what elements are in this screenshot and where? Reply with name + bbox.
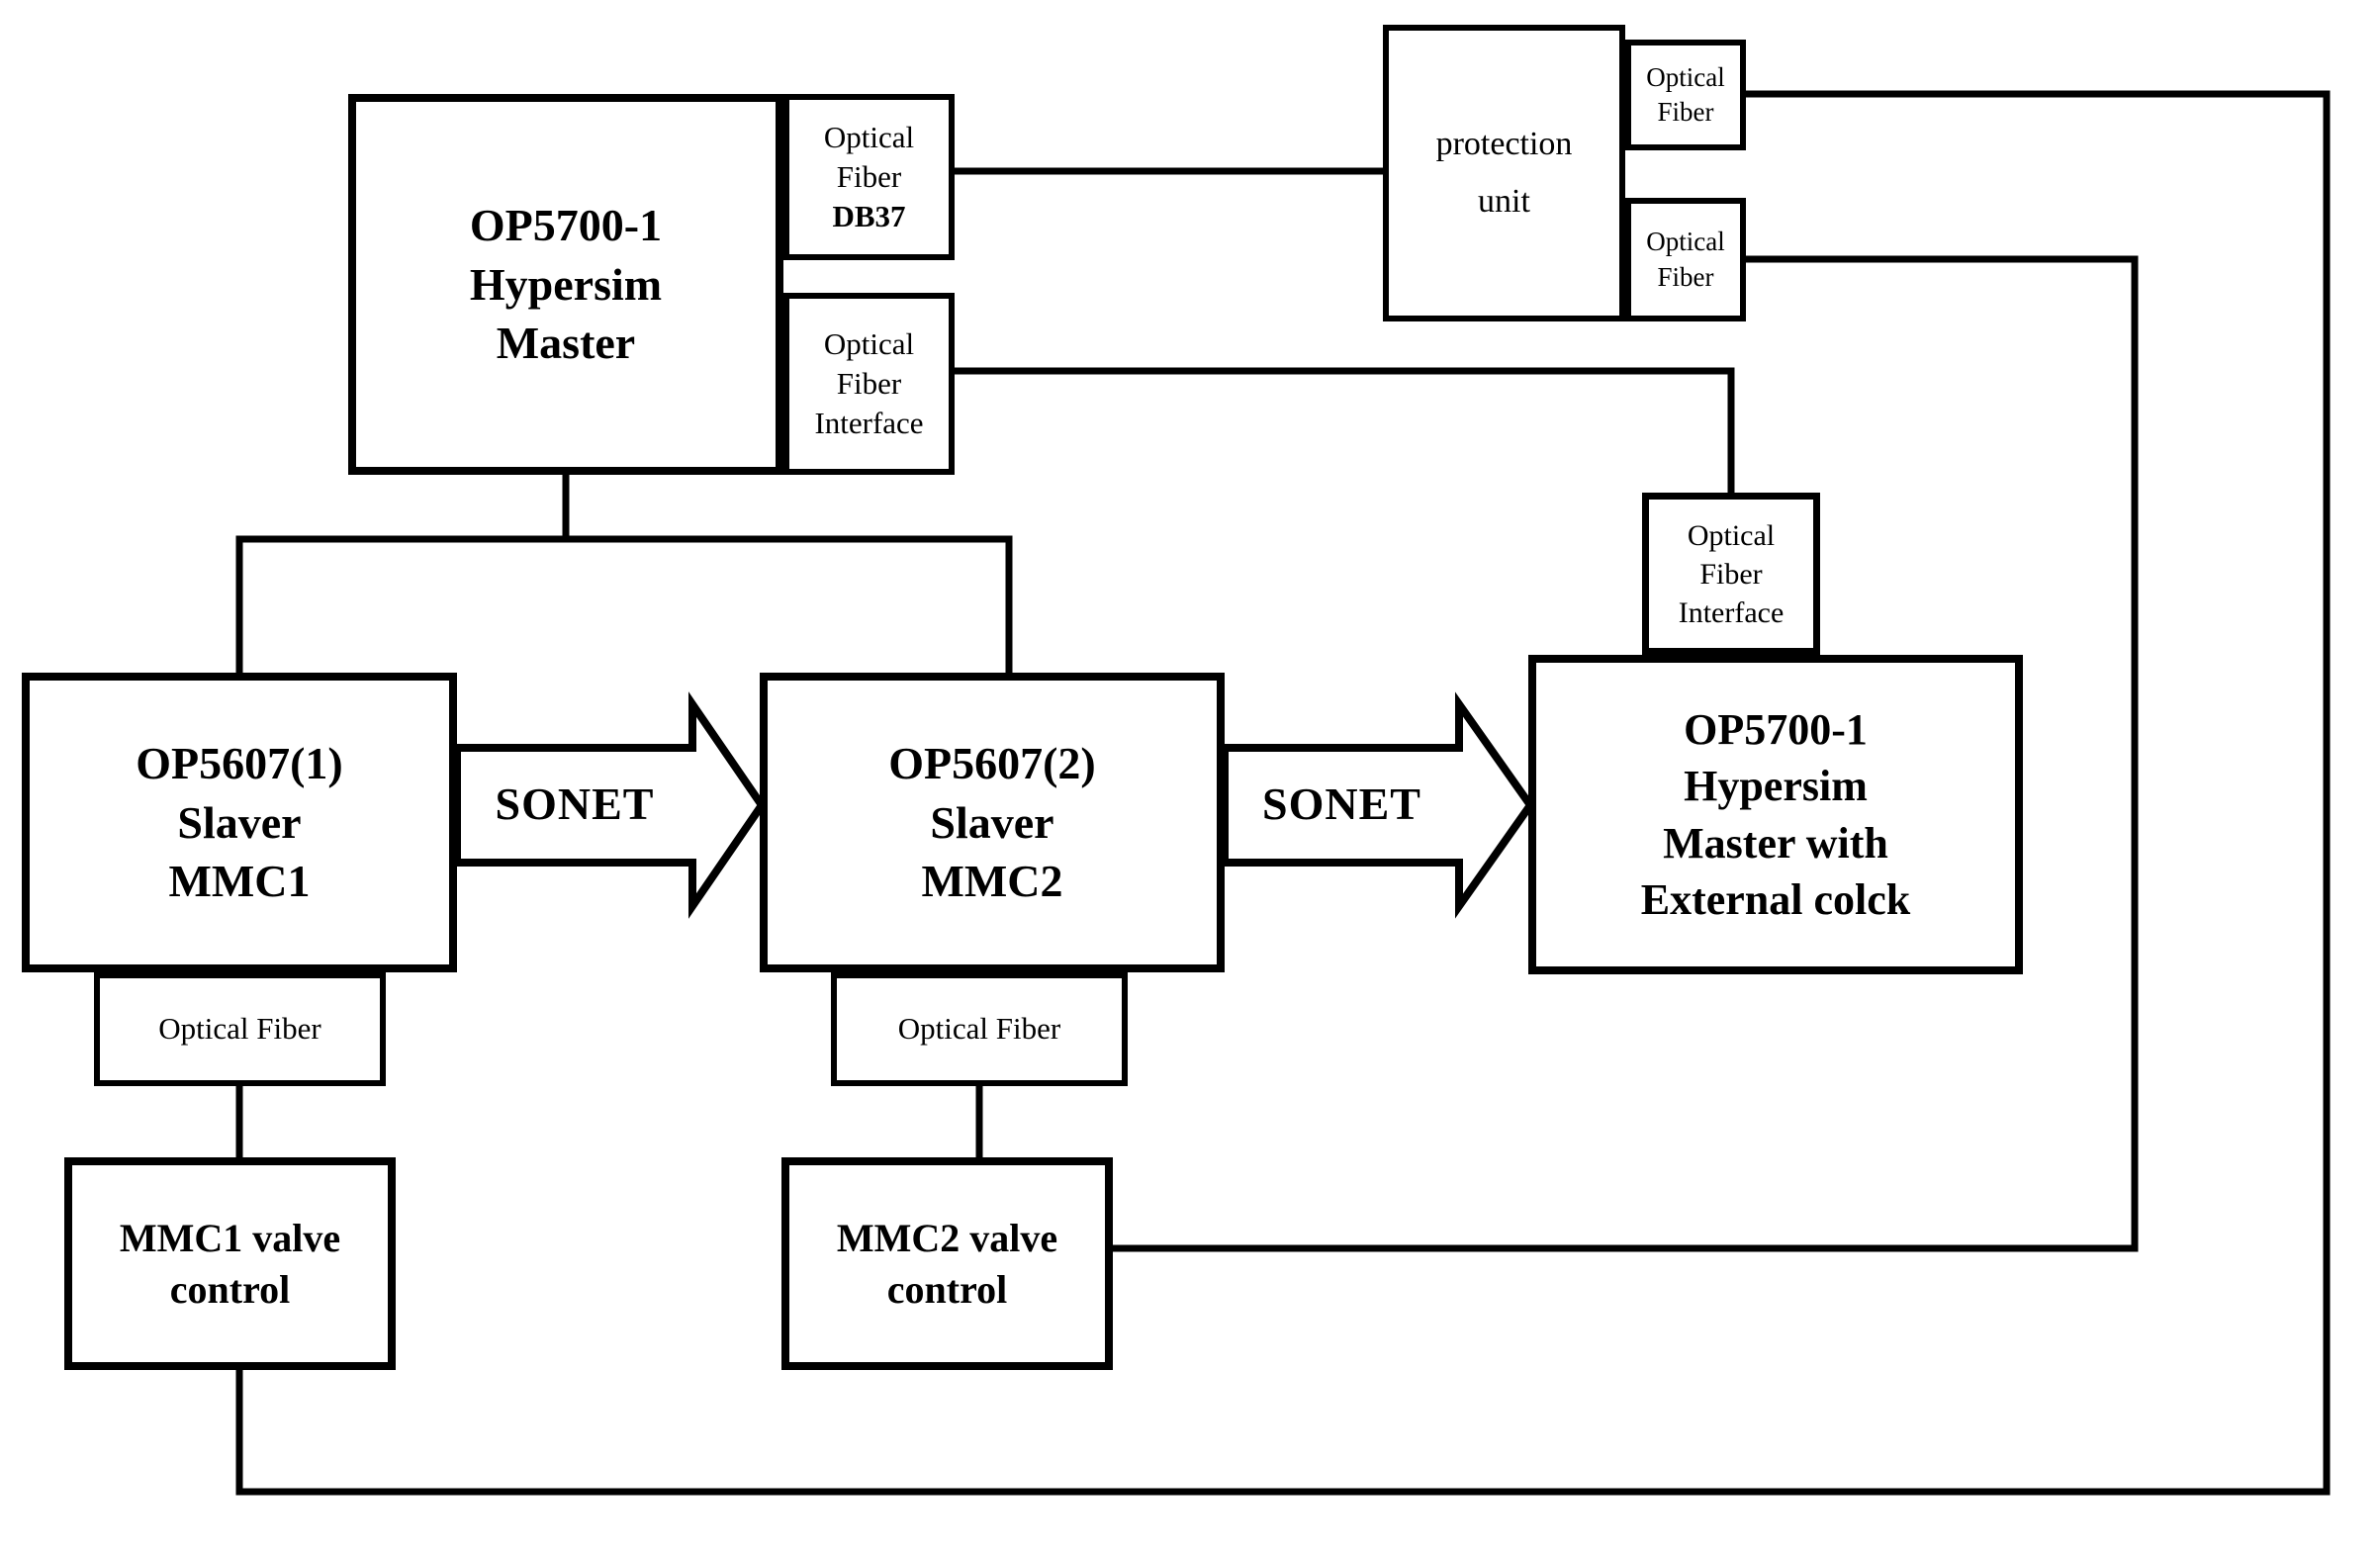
node-label-line: Optical Fiber — [158, 1011, 321, 1047]
sonet-label-1: SONET — [495, 778, 655, 829]
node-optical-fiber-bottom: Optical Fiber — [1625, 198, 1746, 321]
connector-ofi-left-right — [951, 367, 1735, 497]
node-label-line: Slaver — [177, 796, 302, 848]
node-label-line: Interface — [814, 406, 924, 441]
node-optical-fiber-top: Optical Fiber — [1625, 40, 1746, 150]
node-label-line: Master — [496, 318, 636, 369]
node-label-line: OP5700-1 — [469, 199, 663, 250]
node-label-line: Fiber — [836, 158, 902, 194]
sonet-arrow-2 — [1221, 691, 1535, 919]
node-op5700-master-external-clock: OP5700-1 Hypersim Master with External c… — [1528, 655, 2023, 974]
node-label-line: MMC1 valve — [119, 1215, 341, 1260]
connector-of-top-bottom-rail — [235, 90, 2331, 1496]
node-op5607-2-slaver-mmc2: OP5607(2) Slaver MMC2 — [760, 673, 1225, 972]
node-optical-fiber-label2: Optical Fiber — [831, 972, 1128, 1086]
node-optical-fiber-interface-right: Optical Fiber Interface — [1642, 493, 1820, 655]
node-label-line: Optical — [823, 119, 915, 154]
node-label-line: Hypersim — [1684, 762, 1868, 811]
node-optical-fiber-interface-left: Optical Fiber Interface — [783, 293, 955, 475]
node-label-line: Fiber — [1657, 261, 1714, 292]
connector-of-bottom-mmc2 — [1109, 255, 2139, 1252]
node-label-line: Fiber — [836, 365, 902, 401]
node-label-line: unit — [1478, 183, 1530, 220]
node-optical-fiber-db37: Optical Fiber DB37 — [783, 94, 955, 260]
node-label-line: control — [169, 1266, 291, 1312]
node-mmc1-valve-control: MMC1 valve control — [64, 1157, 396, 1370]
node-label-line: Fiber — [1699, 557, 1763, 591]
node-label-line: Fiber — [1657, 97, 1714, 127]
sonet-label-2: SONET — [1262, 778, 1421, 829]
sonet-arrow-1 — [453, 691, 767, 919]
node-mmc2-valve-control: MMC2 valve control — [781, 1157, 1113, 1370]
node-protection-unit: protection unit — [1383, 25, 1625, 321]
node-label-line: MMC2 — [921, 856, 1063, 907]
node-label-line: OP5607(2) — [888, 737, 1096, 788]
node-label-line: MMC1 — [168, 856, 311, 907]
node-label-line: protection — [1435, 126, 1573, 163]
node-label-line: Optical — [1646, 61, 1725, 92]
node-op5607-1-slaver-mmc1: OP5607(1) Slaver MMC1 — [22, 673, 457, 972]
node-label-line: OP5607(1) — [136, 737, 343, 788]
node-label-line: Optical — [1687, 518, 1776, 552]
node-label-line: Optical Fiber — [897, 1011, 1061, 1047]
node-label-line: OP5700-1 — [1684, 705, 1868, 755]
node-label-line: External colck — [1640, 874, 1911, 924]
node-label-line: DB37 — [832, 199, 906, 234]
node-label-line: Hypersim — [469, 258, 663, 310]
node-label-line: Master with — [1663, 818, 1888, 868]
node-label-line: Slaver — [930, 796, 1054, 848]
node-label-line: Optical — [1646, 227, 1725, 257]
node-label-line: Optical — [823, 325, 915, 361]
node-op5700-hypersim-master: OP5700-1 Hypersim Master — [348, 94, 783, 475]
connector-rail-slavers — [235, 535, 1013, 677]
node-label-line: MMC2 valve — [836, 1215, 1058, 1260]
node-optical-fiber-label1: Optical Fiber — [94, 972, 386, 1086]
node-label-line: Interface — [1678, 595, 1785, 629]
node-label-line: control — [886, 1266, 1008, 1312]
